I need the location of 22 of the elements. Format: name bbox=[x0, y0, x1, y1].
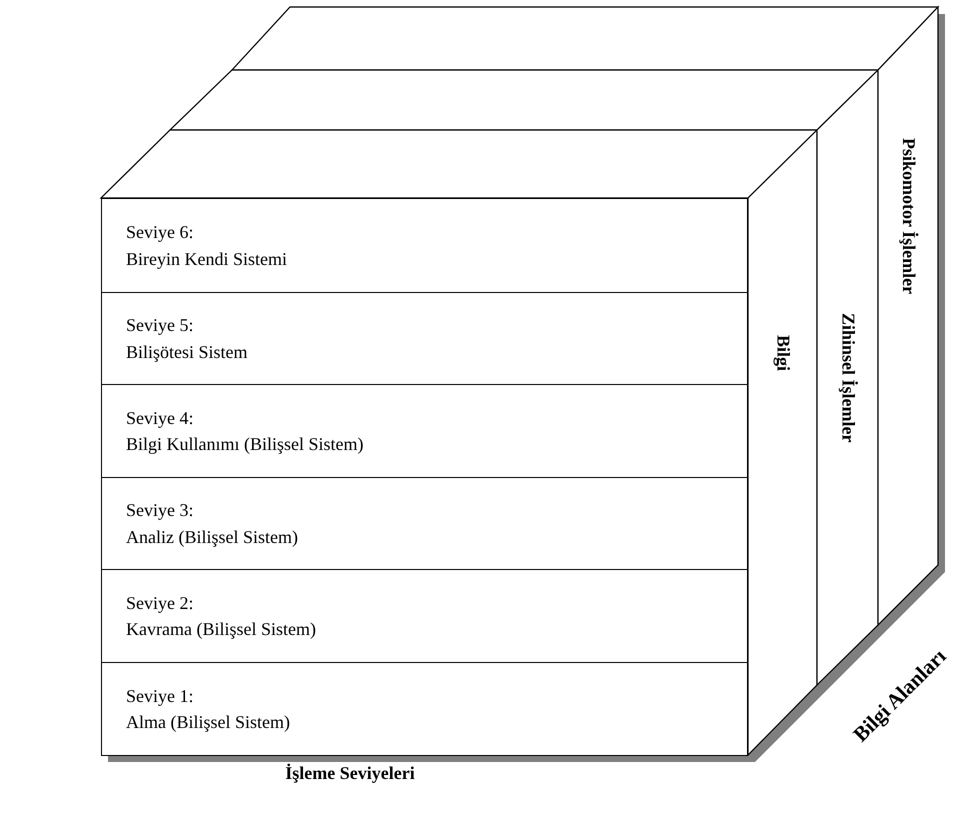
domain-label: Zihinsel İşlemler bbox=[838, 313, 860, 443]
level-row bbox=[101, 477, 748, 570]
level-heading: Seviye 6: bbox=[126, 221, 194, 244]
level-row bbox=[101, 662, 748, 756]
level-description: Bireyin Kendi Sistemi bbox=[126, 248, 287, 270]
level-description: Alma (Bilişsel Sistem) bbox=[126, 711, 290, 734]
level-row bbox=[101, 569, 748, 663]
domain-label: Bilgi bbox=[772, 334, 794, 371]
level-heading: Seviye 4: bbox=[126, 406, 194, 429]
level-heading: Seviye 5: bbox=[126, 314, 194, 336]
level-heading: Seviye 2: bbox=[126, 592, 194, 614]
axis-label: İşleme Seviyeleri bbox=[284, 762, 416, 785]
level-row bbox=[101, 384, 748, 478]
level-description: Analiz (Bilişsel Sistem) bbox=[126, 526, 298, 548]
level-heading: Seviye 1: bbox=[126, 684, 194, 707]
level-row bbox=[101, 198, 748, 293]
level-heading: Seviye 3: bbox=[126, 499, 194, 522]
level-description: Bilgi Kullanımı (Bilişsel Sistem) bbox=[126, 433, 364, 456]
domain-label: Psikomotor İşlemler bbox=[898, 138, 920, 295]
level-row bbox=[101, 292, 748, 385]
level-description: Kavrama (Bilişsel Sistem) bbox=[126, 618, 316, 640]
level-description: Bilişötesi Sistem bbox=[126, 340, 248, 363]
